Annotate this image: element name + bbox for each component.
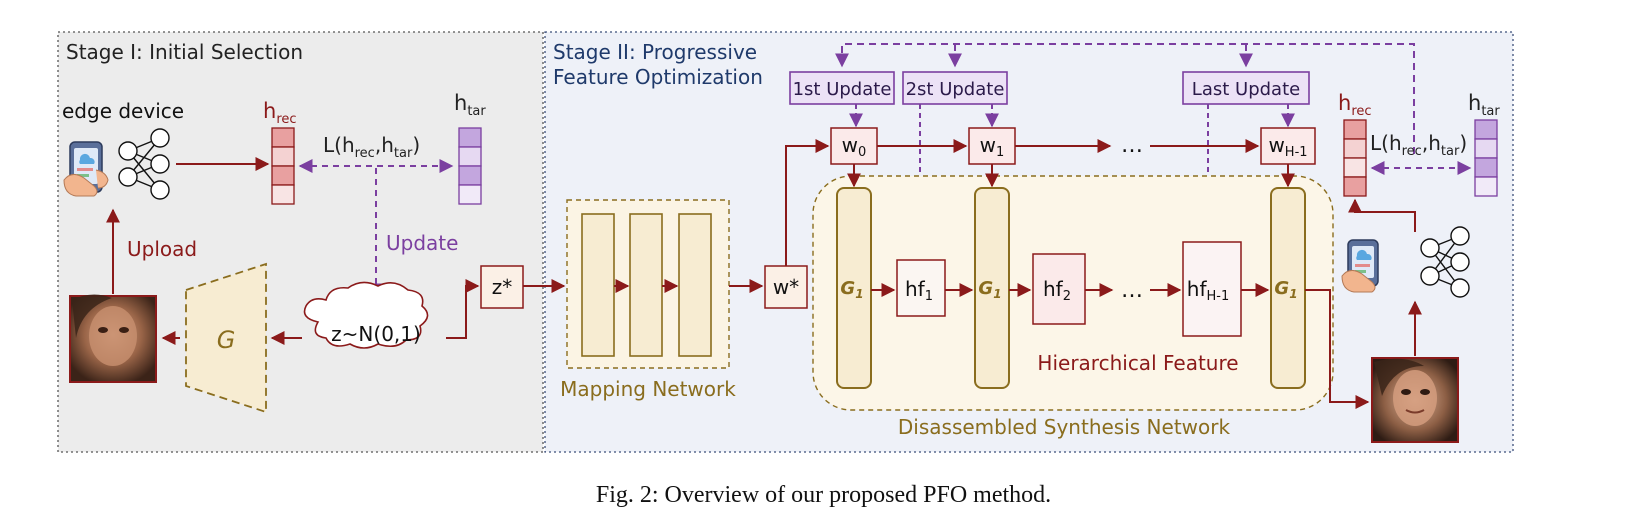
stage2-htar-vector xyxy=(1474,119,1498,197)
hfh-label: hfH-1 xyxy=(1187,277,1229,304)
update-box-1 xyxy=(789,71,895,105)
arrow-cloud-to-zstar xyxy=(446,279,480,339)
arrow-wstar-to-w0 xyxy=(785,139,830,266)
hf1-label: hf1 xyxy=(905,277,933,304)
stage1-htar-label: htar xyxy=(454,91,486,119)
arrow-nn2-to-hrec xyxy=(1348,198,1416,232)
arrow-g3-to-output xyxy=(1305,289,1370,409)
stage2-loss-label: L(hrec,htar) xyxy=(1370,131,1467,159)
g-block-1 xyxy=(836,187,872,389)
mapping-network-label: Mapping Network xyxy=(560,377,736,401)
w0-box xyxy=(830,127,878,165)
g-block-1-label: G1 xyxy=(840,278,863,301)
edge-device-label: edge device xyxy=(62,99,184,123)
neural-net-icon-1 xyxy=(118,128,170,200)
phone-hand-icon-2 xyxy=(1341,239,1379,293)
hierarchical-feature-label: Hierarchical Feature xyxy=(1037,351,1238,375)
mapping-layer-3 xyxy=(678,213,712,357)
hf1-box xyxy=(896,259,946,317)
w-ellipsis: … xyxy=(1121,133,1143,158)
hf2-label: hf2 xyxy=(1043,277,1071,304)
stage2-title-line1: Stage II: Progressive xyxy=(553,40,757,64)
zstar-box xyxy=(480,265,524,309)
generator-g xyxy=(185,262,267,414)
stage2-title-line2: Feature Optimization xyxy=(553,65,763,89)
hf2-box xyxy=(1032,253,1086,325)
wh-label: wH-1 xyxy=(1268,133,1307,160)
stage1-htar-vector xyxy=(458,127,482,205)
wh-box xyxy=(1260,127,1316,165)
hf-ellipsis: … xyxy=(1121,278,1143,303)
figure-caption: Fig. 2: Overview of our proposed PFO met… xyxy=(595,482,1052,508)
update-label-1: 1st Update xyxy=(793,79,892,100)
g-block-2-label: G1 xyxy=(978,278,1001,301)
stage2-hrec-label: hrec xyxy=(1338,91,1372,119)
neural-net-icon-2 xyxy=(1420,226,1470,298)
mapping-layer-1 xyxy=(581,213,615,357)
update-box-last xyxy=(1182,71,1310,105)
hfh-box xyxy=(1182,241,1242,337)
phone-hand-icon xyxy=(63,141,109,197)
stage1-update-label: Update xyxy=(386,231,458,255)
wstar-label: w* xyxy=(773,275,799,299)
initial-face-image xyxy=(69,294,157,383)
g-block-3-label: G1 xyxy=(1274,278,1297,301)
w0-label: w0 xyxy=(842,133,867,160)
g-block-3 xyxy=(1270,187,1306,389)
stage1-hrec-label: hrec xyxy=(263,99,297,127)
mapping-layer-2 xyxy=(629,213,663,357)
synthesis-network-label: Disassembled Synthesis Network xyxy=(898,415,1231,439)
stage2-hrec-vector xyxy=(1343,119,1367,197)
upload-label: Upload xyxy=(127,237,197,261)
zstar-label: z* xyxy=(492,275,513,299)
g-block-2 xyxy=(974,187,1010,389)
update-label-2: 2st Update xyxy=(906,79,1005,100)
update-label-last: Last Update xyxy=(1192,79,1300,100)
optimized-face-image xyxy=(1371,357,1459,443)
generator-label: G xyxy=(217,326,236,354)
stage1-title: Stage I: Initial Selection xyxy=(66,40,303,64)
update-feedback-line xyxy=(835,43,1415,154)
latent-label: z~N(0,1) xyxy=(331,322,421,346)
stage2-htar-label: htar xyxy=(1468,91,1500,119)
stage1-loss-label: L(hrec,htar) xyxy=(323,133,420,161)
w1-label: w1 xyxy=(980,133,1005,160)
update-box-2 xyxy=(902,71,1008,105)
latent-cloud xyxy=(303,281,429,349)
stage1-hrec-vector xyxy=(271,127,295,205)
